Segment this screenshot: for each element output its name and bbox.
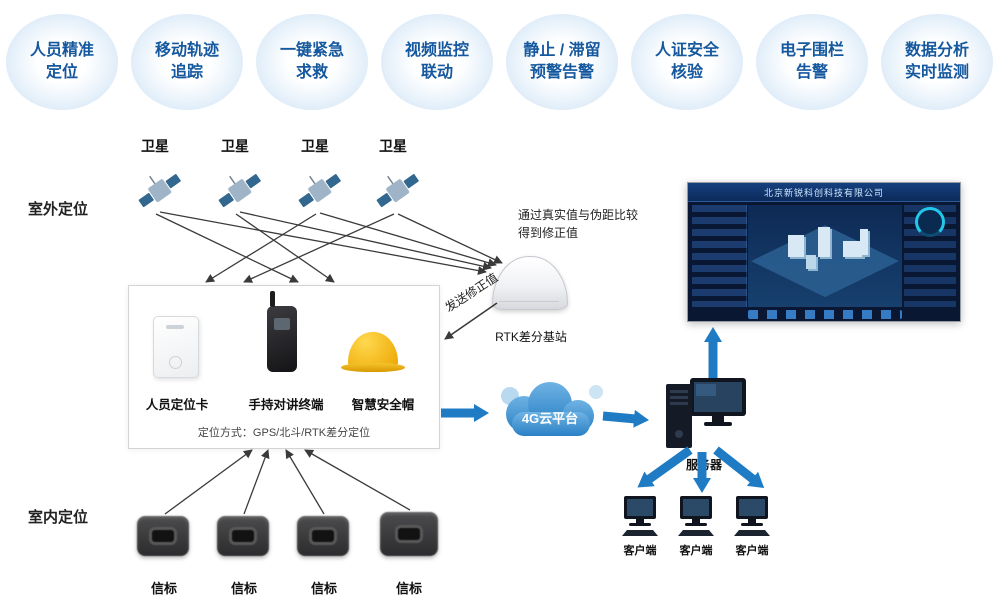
feature-line: 求救 — [295, 64, 328, 81]
feature-line: 移动轨迹 — [154, 41, 219, 59]
satellite-icon — [372, 168, 424, 214]
dashboard-title: 北京新锐科创科技有限公司 — [763, 187, 884, 198]
feature-line: 电子围栏 — [779, 41, 844, 59]
indoor-section-label: 室内定位 — [28, 509, 89, 526]
dashboard-icon-strip — [748, 310, 902, 319]
satellite-label: 卫星 — [379, 138, 407, 154]
dashboard-building — [818, 227, 830, 257]
client-label: 客户端 — [679, 545, 713, 557]
beacon-label: 信标 — [150, 581, 177, 596]
feature-line: 核验 — [670, 64, 703, 81]
positioning-card-icon — [153, 316, 199, 378]
beacon-label: 信标 — [395, 581, 422, 596]
beacon-label: 信标 — [230, 581, 257, 596]
feature-line: 一键紧急 — [279, 41, 344, 59]
feature-line: 人员精准 — [29, 41, 94, 59]
client-icon — [676, 494, 716, 538]
terminal-device-box: 人员定位卡 手持对讲终端 智慧安全帽 定位方式：GPS/北斗/RTK差分定位 — [128, 285, 440, 449]
beacon-icon — [137, 516, 189, 556]
rtk-base-station-label: RTK差分基站 — [495, 330, 567, 344]
feature-badge: 一键紧急求救 — [256, 14, 368, 110]
satellite-icon — [134, 168, 186, 214]
beacon-label: 信标 — [310, 581, 337, 596]
feature-badge: 数据分析实时监测 — [881, 14, 993, 110]
beacon-icon — [217, 516, 269, 556]
device-label: 手持对讲终端 — [248, 398, 324, 412]
satellite-label: 卫星 — [221, 138, 249, 154]
feature-line: 定位 — [45, 64, 78, 81]
feature-line: 视频监控 — [404, 41, 469, 59]
server-icon — [660, 376, 748, 454]
dashboard-screenshot: 北京新锐科创科技有限公司 — [687, 182, 961, 322]
dashboard-right-panel — [904, 205, 956, 307]
outdoor-section-label: 室外定位 — [28, 201, 89, 218]
client-label: 客户端 — [623, 545, 657, 557]
server-label: 服务器 — [685, 458, 722, 472]
feature-badge: 人证安全核验 — [631, 14, 743, 110]
beacon-icon — [380, 512, 438, 556]
satellite-icon — [214, 168, 266, 214]
cloud-platform-label: 4G云平台 — [521, 411, 579, 426]
satellite-label: 卫星 — [301, 138, 329, 154]
feature-line: 静止 / 滞留 — [523, 41, 601, 59]
positioning-method-caption: 定位方式：GPS/北斗/RTK差分定位 — [197, 427, 371, 439]
feature-line: 人证安全 — [654, 41, 719, 59]
dashboard-building — [843, 241, 863, 257]
feature-badge: 静止 / 滞留预警告警 — [506, 14, 618, 110]
client-label: 客户端 — [735, 545, 769, 557]
dashboard-building — [788, 235, 804, 257]
dashboard-gauge — [915, 207, 945, 237]
feature-badge: 人员精准定位 — [6, 14, 118, 110]
dashboard-title-bar: 北京新锐科创科技有限公司 — [688, 183, 960, 202]
feature-badge: 电子围栏告警 — [756, 14, 868, 110]
satellite-icon — [294, 168, 346, 214]
dashboard-3d-view — [748, 205, 902, 307]
client-icon — [732, 494, 772, 538]
device-label: 智慧安全帽 — [351, 398, 415, 412]
dashboard-building — [860, 229, 868, 255]
feature-line: 联动 — [420, 64, 453, 81]
feature-line: 数据分析 — [904, 41, 969, 59]
feature-line: 实时监测 — [904, 64, 969, 81]
feature-line: 预警告警 — [529, 64, 594, 81]
feature-badge: 视频监控联动 — [381, 14, 493, 110]
dashboard-left-panel — [692, 205, 747, 307]
feature-badge: 移动轨迹追踪 — [131, 14, 243, 110]
client-icon — [620, 494, 660, 538]
rtk-base-station-icon — [492, 256, 568, 310]
feature-line: 追踪 — [170, 64, 203, 81]
cloud-icon — [492, 376, 608, 444]
device-label: 人员定位卡 — [145, 398, 209, 412]
rtk-correction-note: 通过真实值与伪距比较得到修正值 — [518, 208, 639, 240]
walkie-talkie-icon — [267, 291, 297, 372]
beacon-icon — [297, 516, 349, 556]
feature-line: 告警 — [795, 64, 828, 81]
satellite-label: 卫星 — [141, 138, 169, 154]
dashboard-building — [806, 255, 816, 269]
safety-helmet-icon — [341, 332, 405, 374]
